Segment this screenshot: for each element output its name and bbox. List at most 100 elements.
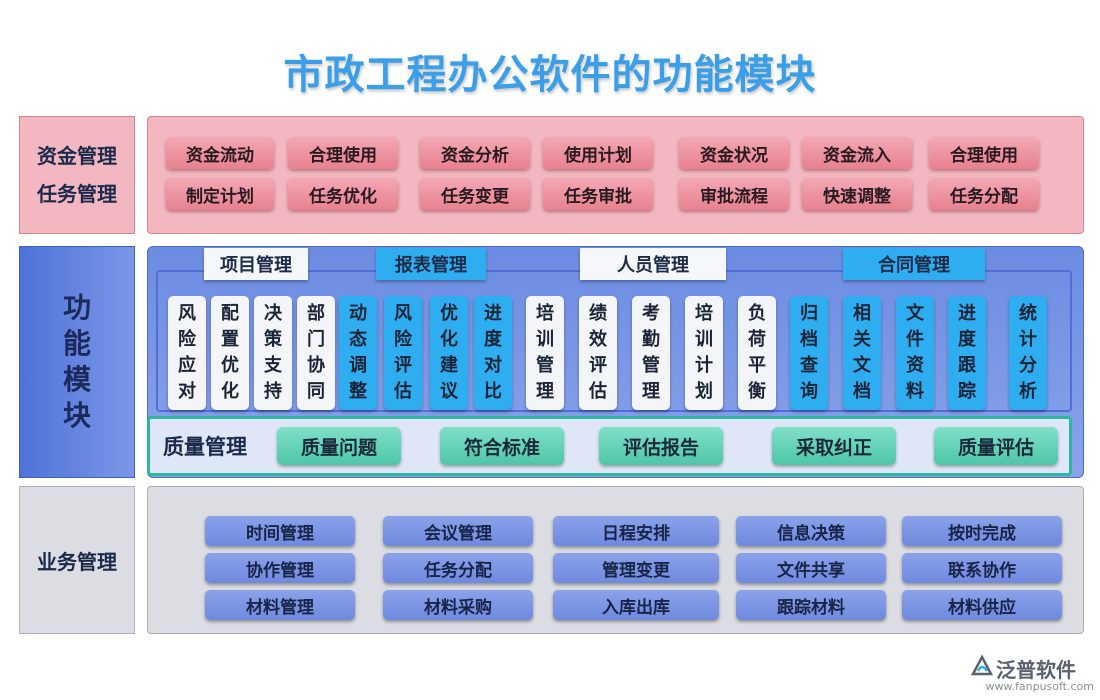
fund-task-label: 资金管理 任务管理 (19, 116, 135, 234)
function-item-char: 度 (958, 329, 976, 350)
fund-item: 资金状况 (679, 137, 789, 169)
business-item: 会议管理 (383, 516, 533, 546)
function-item-char: 议 (440, 381, 458, 402)
function-item-char: 荷 (748, 329, 766, 350)
function-item-char: 计 (1019, 329, 1037, 350)
function-item-char: 化 (221, 381, 239, 402)
business-item: 入库出库 (553, 590, 719, 620)
task-item: 任务审批 (543, 178, 653, 210)
function-item-char: 策 (264, 329, 282, 350)
business-item: 跟踪材料 (736, 590, 886, 620)
function-item: 配置优化 (211, 296, 249, 410)
function-item-char: 文 (853, 355, 871, 376)
function-item-char: 门 (307, 329, 325, 350)
function-item: 考勤管理 (632, 296, 670, 410)
function-item-char: 查 (800, 355, 818, 376)
function-item-char: 态 (349, 329, 367, 350)
function-item-char: 文 (906, 303, 924, 324)
function-label-char: 功 (62, 291, 91, 324)
function-item-char: 配 (221, 303, 239, 324)
fund-item: 合理使用 (929, 137, 1039, 169)
function-item-char: 协 (307, 355, 325, 376)
fund-item: 合理使用 (288, 137, 398, 169)
function-item-char: 踪 (958, 381, 976, 402)
business-item: 任务分配 (383, 553, 533, 583)
function-item-char: 调 (349, 355, 367, 376)
function-item-char: 持 (264, 381, 282, 402)
quality-item: 评估报告 (599, 427, 723, 465)
fund-item: 资金流入 (802, 137, 912, 169)
function-item-char: 衡 (748, 381, 766, 402)
function-item-char: 估 (394, 381, 412, 402)
function-label-char: 能 (62, 327, 91, 360)
function-item-char: 度 (484, 329, 502, 350)
quality-label: 质量管理 (163, 435, 247, 459)
function-item-char: 应 (178, 355, 196, 376)
business-item: 文件共享 (736, 553, 886, 583)
function-item-char: 绩 (589, 303, 607, 324)
function-item-char: 归 (800, 303, 818, 324)
page-title: 市政工程办公软件的功能模块 (283, 52, 817, 98)
business-item: 管理变更 (553, 553, 719, 583)
function-item: 绩效评估 (579, 296, 617, 410)
function-item-char: 进 (958, 303, 976, 324)
fund-item: 使用计划 (543, 137, 653, 169)
function-item-char: 动 (349, 303, 367, 324)
function-item-char: 负 (748, 303, 766, 324)
group-report-management: 报表管理 (376, 248, 486, 280)
function-item-char: 训 (695, 329, 713, 350)
function-item-char: 比 (484, 381, 502, 402)
function-item-char: 同 (307, 381, 325, 402)
business-item: 联系协作 (902, 553, 1062, 583)
business-item: 信息决策 (736, 516, 886, 546)
function-item-char: 进 (484, 303, 502, 324)
function-item-char: 对 (178, 381, 196, 402)
function-item: 培训管理 (526, 296, 564, 410)
function-item: 进度跟踪 (948, 296, 986, 410)
business-item: 按时完成 (902, 516, 1062, 546)
function-item-char: 相 (853, 303, 871, 324)
brand-logo: 泛普软件 www.fanpusoft.com (970, 654, 1094, 694)
fund-item: 资金分析 (420, 137, 530, 169)
business-item: 协作管理 (205, 553, 355, 583)
function-item-char: 分 (1019, 355, 1037, 376)
function-item-char: 跟 (958, 355, 976, 376)
function-item-char: 析 (1019, 381, 1037, 402)
function-item: 相关文档 (843, 296, 881, 410)
function-item-char: 培 (695, 303, 713, 324)
task-item: 快速调整 (802, 178, 912, 210)
function-item-char: 评 (589, 355, 607, 376)
function-item-char: 整 (349, 381, 367, 402)
function-item: 优化建议 (430, 296, 468, 410)
task-item: 任务优化 (288, 178, 398, 210)
function-item: 负荷平衡 (738, 296, 776, 410)
function-item-char: 估 (589, 381, 607, 402)
fund-label: 资金管理 (37, 144, 117, 168)
group-project-management: 项目管理 (204, 248, 308, 280)
function-item: 归档查询 (790, 296, 828, 410)
function-item-char: 培 (536, 303, 554, 324)
business-item: 时间管理 (205, 516, 355, 546)
function-item-char: 勤 (642, 329, 660, 350)
function-item-char: 件 (906, 329, 924, 350)
logo-name: 泛普软件 (996, 658, 1076, 682)
task-item: 任务分配 (929, 178, 1039, 210)
function-item: 培训计划 (685, 296, 723, 410)
function-item-char: 训 (536, 329, 554, 350)
business-item: 材料供应 (902, 590, 1062, 620)
function-item-char: 支 (264, 355, 282, 376)
function-item-char: 档 (853, 381, 871, 402)
function-item-char: 优 (221, 355, 239, 376)
function-item-char: 置 (221, 329, 239, 350)
fund-task-panel (147, 116, 1084, 234)
function-label-char: 模 (62, 363, 91, 396)
function-item-char: 决 (264, 303, 282, 324)
group-personnel-management: 人员管理 (580, 248, 726, 280)
function-item-char: 档 (800, 329, 818, 350)
task-label: 任务管理 (37, 182, 117, 206)
quality-item: 符合标准 (440, 427, 564, 465)
function-item-char: 建 (440, 355, 458, 376)
function-item-char: 平 (748, 355, 766, 376)
quality-item: 质量评估 (934, 427, 1058, 465)
function-item: 文件资料 (896, 296, 934, 410)
